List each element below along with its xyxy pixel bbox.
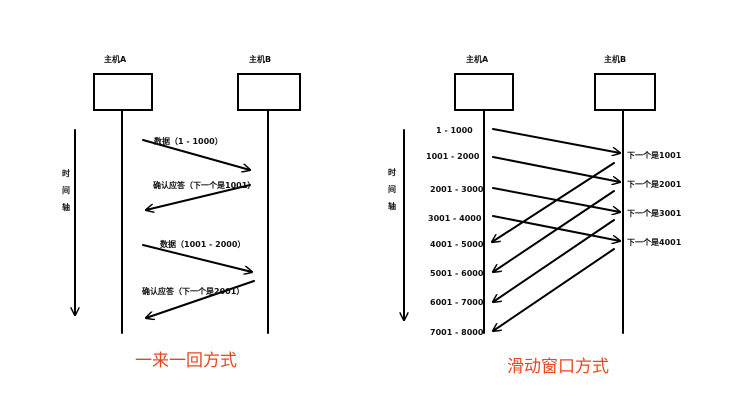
- right-range-label-4: 3001 - 4000: [428, 214, 482, 223]
- left-time-axis-char-1: 时: [62, 168, 70, 178]
- left-host-b-label: 主机B: [249, 54, 271, 64]
- right-caption: 滑动窗口方式: [507, 357, 609, 377]
- right-time-axis-char-2: 间: [388, 184, 396, 194]
- left-time-axis-char-3: 轴: [62, 202, 70, 212]
- right-ack-arrow-3: [493, 219, 615, 302]
- right-ack-label-4: 下一个是4001: [627, 237, 682, 247]
- left-ack-arrow-1: [146, 184, 251, 210]
- left-data-arrow-1: [142, 139, 250, 170]
- right-ack-label-2: 下一个是2001: [627, 179, 682, 189]
- right-time-axis-char-1: 时: [388, 167, 396, 177]
- right-ack-arrow-2: [493, 190, 615, 272]
- right-data-arrow-2: [492, 156, 620, 182]
- right-host-a-label: 主机A: [466, 54, 489, 64]
- right-range-label-3: 2001 - 3000: [430, 185, 484, 194]
- right-ack-label-3: 下一个是3001: [627, 208, 682, 218]
- right-range-label-7: 6001 - 7000: [430, 298, 484, 307]
- left-data-label-1: 数据（1 - 1000）: [154, 136, 223, 146]
- left-ack-label-1: 确认应答（下一个是1001）: [153, 180, 255, 190]
- right-ack-arrow-1: [492, 162, 615, 242]
- left-host-a-label: 主机A: [104, 54, 127, 64]
- left-ack-arrow-2: [146, 280, 255, 318]
- right-data-arrow-1: [492, 128, 620, 153]
- right-ack-arrow-4: [493, 248, 615, 331]
- right-host-a-box: [454, 73, 514, 111]
- right-host-b-box: [594, 73, 656, 111]
- left-caption: 一来一回方式: [135, 351, 237, 371]
- right-time-axis-char-3: 轴: [388, 201, 396, 211]
- right-range-label-8: 7001 - 8000: [430, 328, 484, 337]
- left-data-arrow-2: [142, 244, 252, 272]
- right-range-label-2: 1001 - 2000: [426, 152, 480, 161]
- right-diagram: 主机A 主机B 时 间 轴 1 - 1000 1001 - 2000 2001 …: [388, 54, 682, 377]
- right-host-b-label: 主机B: [604, 54, 626, 64]
- left-data-label-2: 数据（1001 - 2000）: [160, 239, 245, 249]
- left-host-b-box: [237, 73, 301, 111]
- left-ack-label-2: 确认应答（下一个是2001）: [142, 286, 244, 296]
- right-range-label-5: 4001 - 5000: [430, 240, 484, 249]
- left-diagram: 主机A 主机B 时 间 轴 数据（1 - 1000） 确认应答（下一个是1001…: [62, 54, 301, 371]
- right-ack-label-1: 下一个是1001: [627, 150, 682, 160]
- left-host-a-box: [93, 73, 153, 111]
- right-range-label-1: 1 - 1000: [436, 126, 473, 135]
- right-range-label-6: 5001 - 6000: [430, 269, 484, 278]
- left-time-axis-char-2: 间: [62, 185, 70, 195]
